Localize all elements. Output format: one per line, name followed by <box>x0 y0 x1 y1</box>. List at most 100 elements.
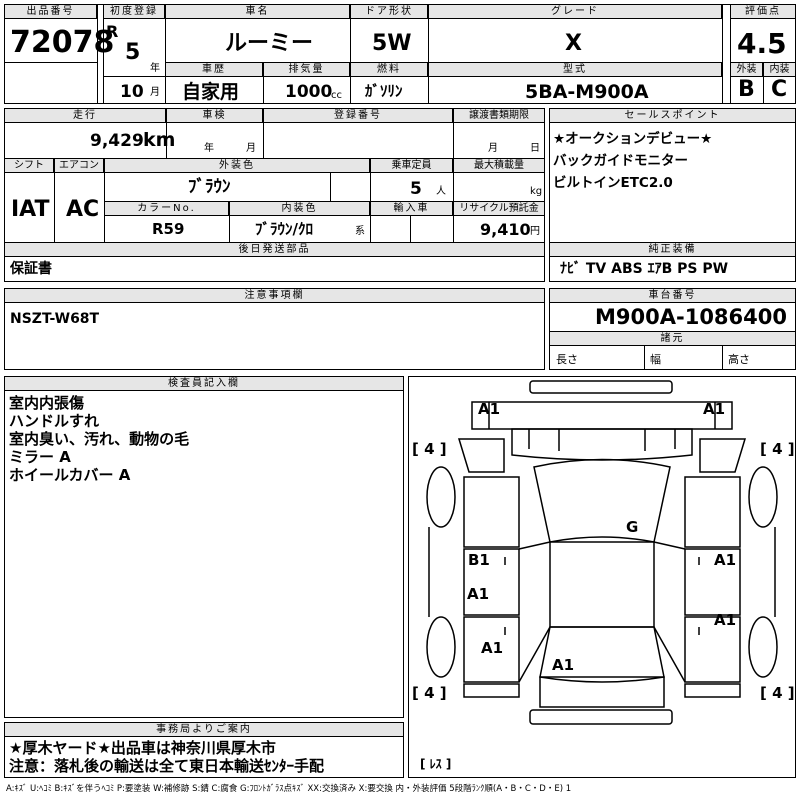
office-label: 事務局よりご案内 <box>4 722 404 737</box>
inspection-label: 車検 <box>166 108 263 123</box>
insp-year-unit: 年 <box>204 143 214 154</box>
mark-left-front-door: B1 <box>468 551 490 569</box>
car-name-label: 車名 <box>165 4 350 19</box>
interior-grade: C <box>771 77 788 102</box>
notes-value: NSZT-W68T <box>10 311 100 327</box>
dims-label: 諸元 <box>549 331 796 346</box>
mark-windshield: G <box>626 518 639 536</box>
fuel-label: 燃料 <box>350 62 428 77</box>
later-parts: 保証書 <box>10 261 52 277</box>
reg-year: 5 <box>125 40 141 65</box>
import-label: 輸入車 <box>370 201 453 216</box>
model-label: 型式 <box>428 62 722 77</box>
shift: IAT <box>11 197 50 222</box>
capacity-unit: 人 <box>436 186 446 197</box>
insp-month-unit: 月 <box>246 143 256 154</box>
inspector-line-5: ホイールカバー A <box>9 466 131 484</box>
width-label: 幅 <box>650 353 661 366</box>
chassis-value: M900A-1086400 <box>595 305 787 329</box>
tire-rear-left: [ 4 ] <box>412 684 447 702</box>
recycle-label: リサイクル預託金 <box>453 201 545 216</box>
inspector-line-1: 室内内張傷 <box>9 394 85 412</box>
office-line-1: ★厚木ヤード★出品車は神奈川県厚木市 <box>9 739 276 757</box>
reg-month: 10 <box>120 82 144 102</box>
lot-no-label: 出品番号 <box>4 4 97 19</box>
max-load-label: 最大積載量 <box>453 158 545 173</box>
max-load-unit: kg <box>530 186 543 197</box>
grade: X <box>565 31 582 56</box>
transfer-label: 譲渡書類期限 <box>453 108 545 123</box>
displacement-label: 排気量 <box>263 62 350 77</box>
inspector-box <box>4 376 404 718</box>
chassis-label: 車台番号 <box>549 288 796 303</box>
mileage-unit: km <box>143 129 176 151</box>
inspector-label: 検査員記入欄 <box>4 376 404 391</box>
month-unit: 月 <box>150 87 160 98</box>
ac-label: エアコン <box>54 158 104 173</box>
mark-right-rear-door: A1 <box>714 611 737 629</box>
equipment-value: ﾅﾋﾞ TV ABS ｴｱB PS PW <box>560 261 729 277</box>
plate-label: 登録番号 <box>263 108 453 123</box>
int-color-label: 内装色 <box>229 201 370 216</box>
damage-diagram <box>408 376 796 778</box>
recycle: 9,410 <box>480 220 531 239</box>
mark-front-right: A1 <box>703 400 726 418</box>
shift-label: シフト <box>4 158 54 173</box>
color-no: R59 <box>152 220 185 238</box>
mark-left-rear-door: A1 <box>467 585 490 603</box>
ext-color: ﾌﾞﾗｳﾝ <box>188 177 231 197</box>
tire-rear-right: [ 4 ] <box>760 684 795 702</box>
score-label: 評価点 <box>730 4 796 19</box>
grade-label: グレード <box>428 4 722 19</box>
fuel: ｶﾞｿﾘﾝ <box>365 82 403 100</box>
inspector-line-2: ハンドルすれ <box>9 412 100 430</box>
color-no-label: カラーNo. <box>104 201 229 216</box>
inspector-line-3: 室内臭い、汚れ、動物の毛 <box>9 430 190 448</box>
mileage-label: 走行 <box>4 108 166 123</box>
mark-rear-window: A1 <box>552 656 575 674</box>
sales-point-label: セールスポイント <box>549 108 796 123</box>
sales-line-2: バックガイドモニター <box>553 153 688 169</box>
mark-right-front-door: A1 <box>714 551 737 569</box>
history: 自家用 <box>182 81 240 103</box>
ac: AC <box>66 197 100 222</box>
spare-tire: [ ﾚｽ ] <box>420 757 452 771</box>
exterior-grade: B <box>738 77 755 102</box>
mileage: 9,429 <box>90 131 144 151</box>
exterior-label: 外装 <box>730 62 763 77</box>
reg-era: R <box>106 22 119 41</box>
capacity: 5 <box>410 179 422 199</box>
first-reg-label: 初度登録 <box>103 4 165 19</box>
car-name: ルーミー <box>225 31 314 56</box>
year-unit: 年 <box>150 63 160 74</box>
office-line-2: 注意：落札後の輸送は全て東日本輸送ｾﾝﾀｰ手配 <box>9 757 325 775</box>
header-row <box>4 4 796 104</box>
car-outline <box>426 380 778 725</box>
inspector-line-4: ミラー A <box>9 448 71 466</box>
tire-front-left: [ 4 ] <box>412 440 447 458</box>
legend: A:ｷｽﾞ U:ﾍｺﾐ B:ｷｽﾞを伴うﾍｺﾐ P:要塗装 W:補修跡 S:錆 … <box>6 784 572 794</box>
score: 4.5 <box>737 27 787 60</box>
lot-no: 72078 <box>10 25 115 60</box>
transfer-month-unit: 月 <box>488 143 498 154</box>
capacity-label: 乗車定員 <box>370 158 453 173</box>
notes-label: 注意事項欄 <box>4 288 545 303</box>
displacement-unit: cc <box>331 90 342 101</box>
recycle-unit: 円 <box>530 226 540 237</box>
history-label: 車歴 <box>165 62 263 77</box>
door-label: ドア形状 <box>350 4 428 19</box>
tire-front-right: [ 4 ] <box>760 440 795 458</box>
mark-left-rear-fender: A1 <box>481 639 504 657</box>
door: 5W <box>372 31 412 56</box>
transfer-day-unit: 日 <box>530 143 540 154</box>
model: 5BA-M900A <box>525 81 649 103</box>
displacement: 1000 <box>285 82 333 102</box>
length-label: 長さ <box>556 353 578 366</box>
int-color-suffix: 系 <box>355 226 365 237</box>
sales-line-3: ビルトインETC2.0 <box>553 175 673 191</box>
interior-label: 内装 <box>763 62 796 77</box>
int-color: ﾌﾞﾗｳﾝ/ｸﾛ <box>255 220 313 238</box>
later-parts-label: 後日発送部品 <box>4 242 545 257</box>
ext-color-label: 外装色 <box>104 158 370 173</box>
mark-front-left: A1 <box>478 400 501 418</box>
